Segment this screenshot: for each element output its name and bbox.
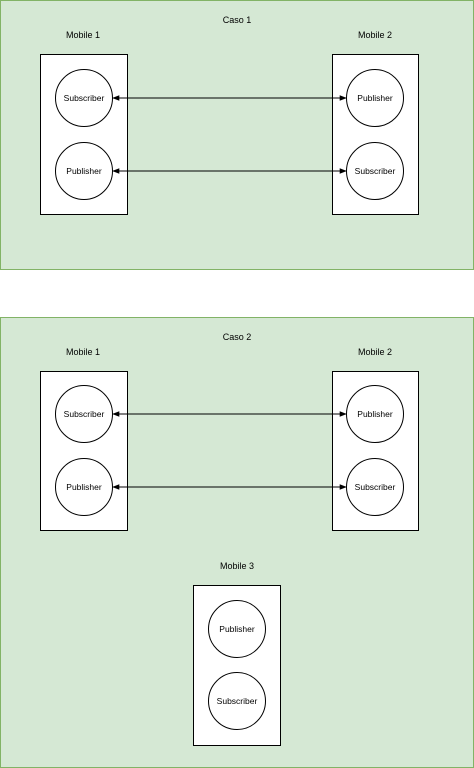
case-1-title: Caso 1 xyxy=(222,15,252,25)
case-2-title: Caso 2 xyxy=(222,332,252,342)
case-2-mobile-3-label: Mobile 3 xyxy=(219,561,255,571)
case-1-mobile-2-subscriber-node: Subscriber xyxy=(346,142,404,200)
case-2-mobile-1-publisher-node: Publisher xyxy=(55,458,113,516)
case-2-mobile-2-label: Mobile 2 xyxy=(357,347,393,357)
case-2-mobile-1-subscriber-node: Subscriber xyxy=(55,385,113,443)
case-1-mobile-1-label: Mobile 1 xyxy=(65,30,101,40)
case-2-mobile-3-subscriber-node: Subscriber xyxy=(208,672,266,730)
case-1-mobile-2-publisher-node: Publisher xyxy=(346,69,404,127)
case-1-mobile-1-publisher-node: Publisher xyxy=(55,142,113,200)
case-1-mobile-2-label: Mobile 2 xyxy=(357,30,393,40)
case-2-mobile-1-label: Mobile 1 xyxy=(65,347,101,357)
case-2-mobile-3-publisher-node: Publisher xyxy=(208,600,266,658)
